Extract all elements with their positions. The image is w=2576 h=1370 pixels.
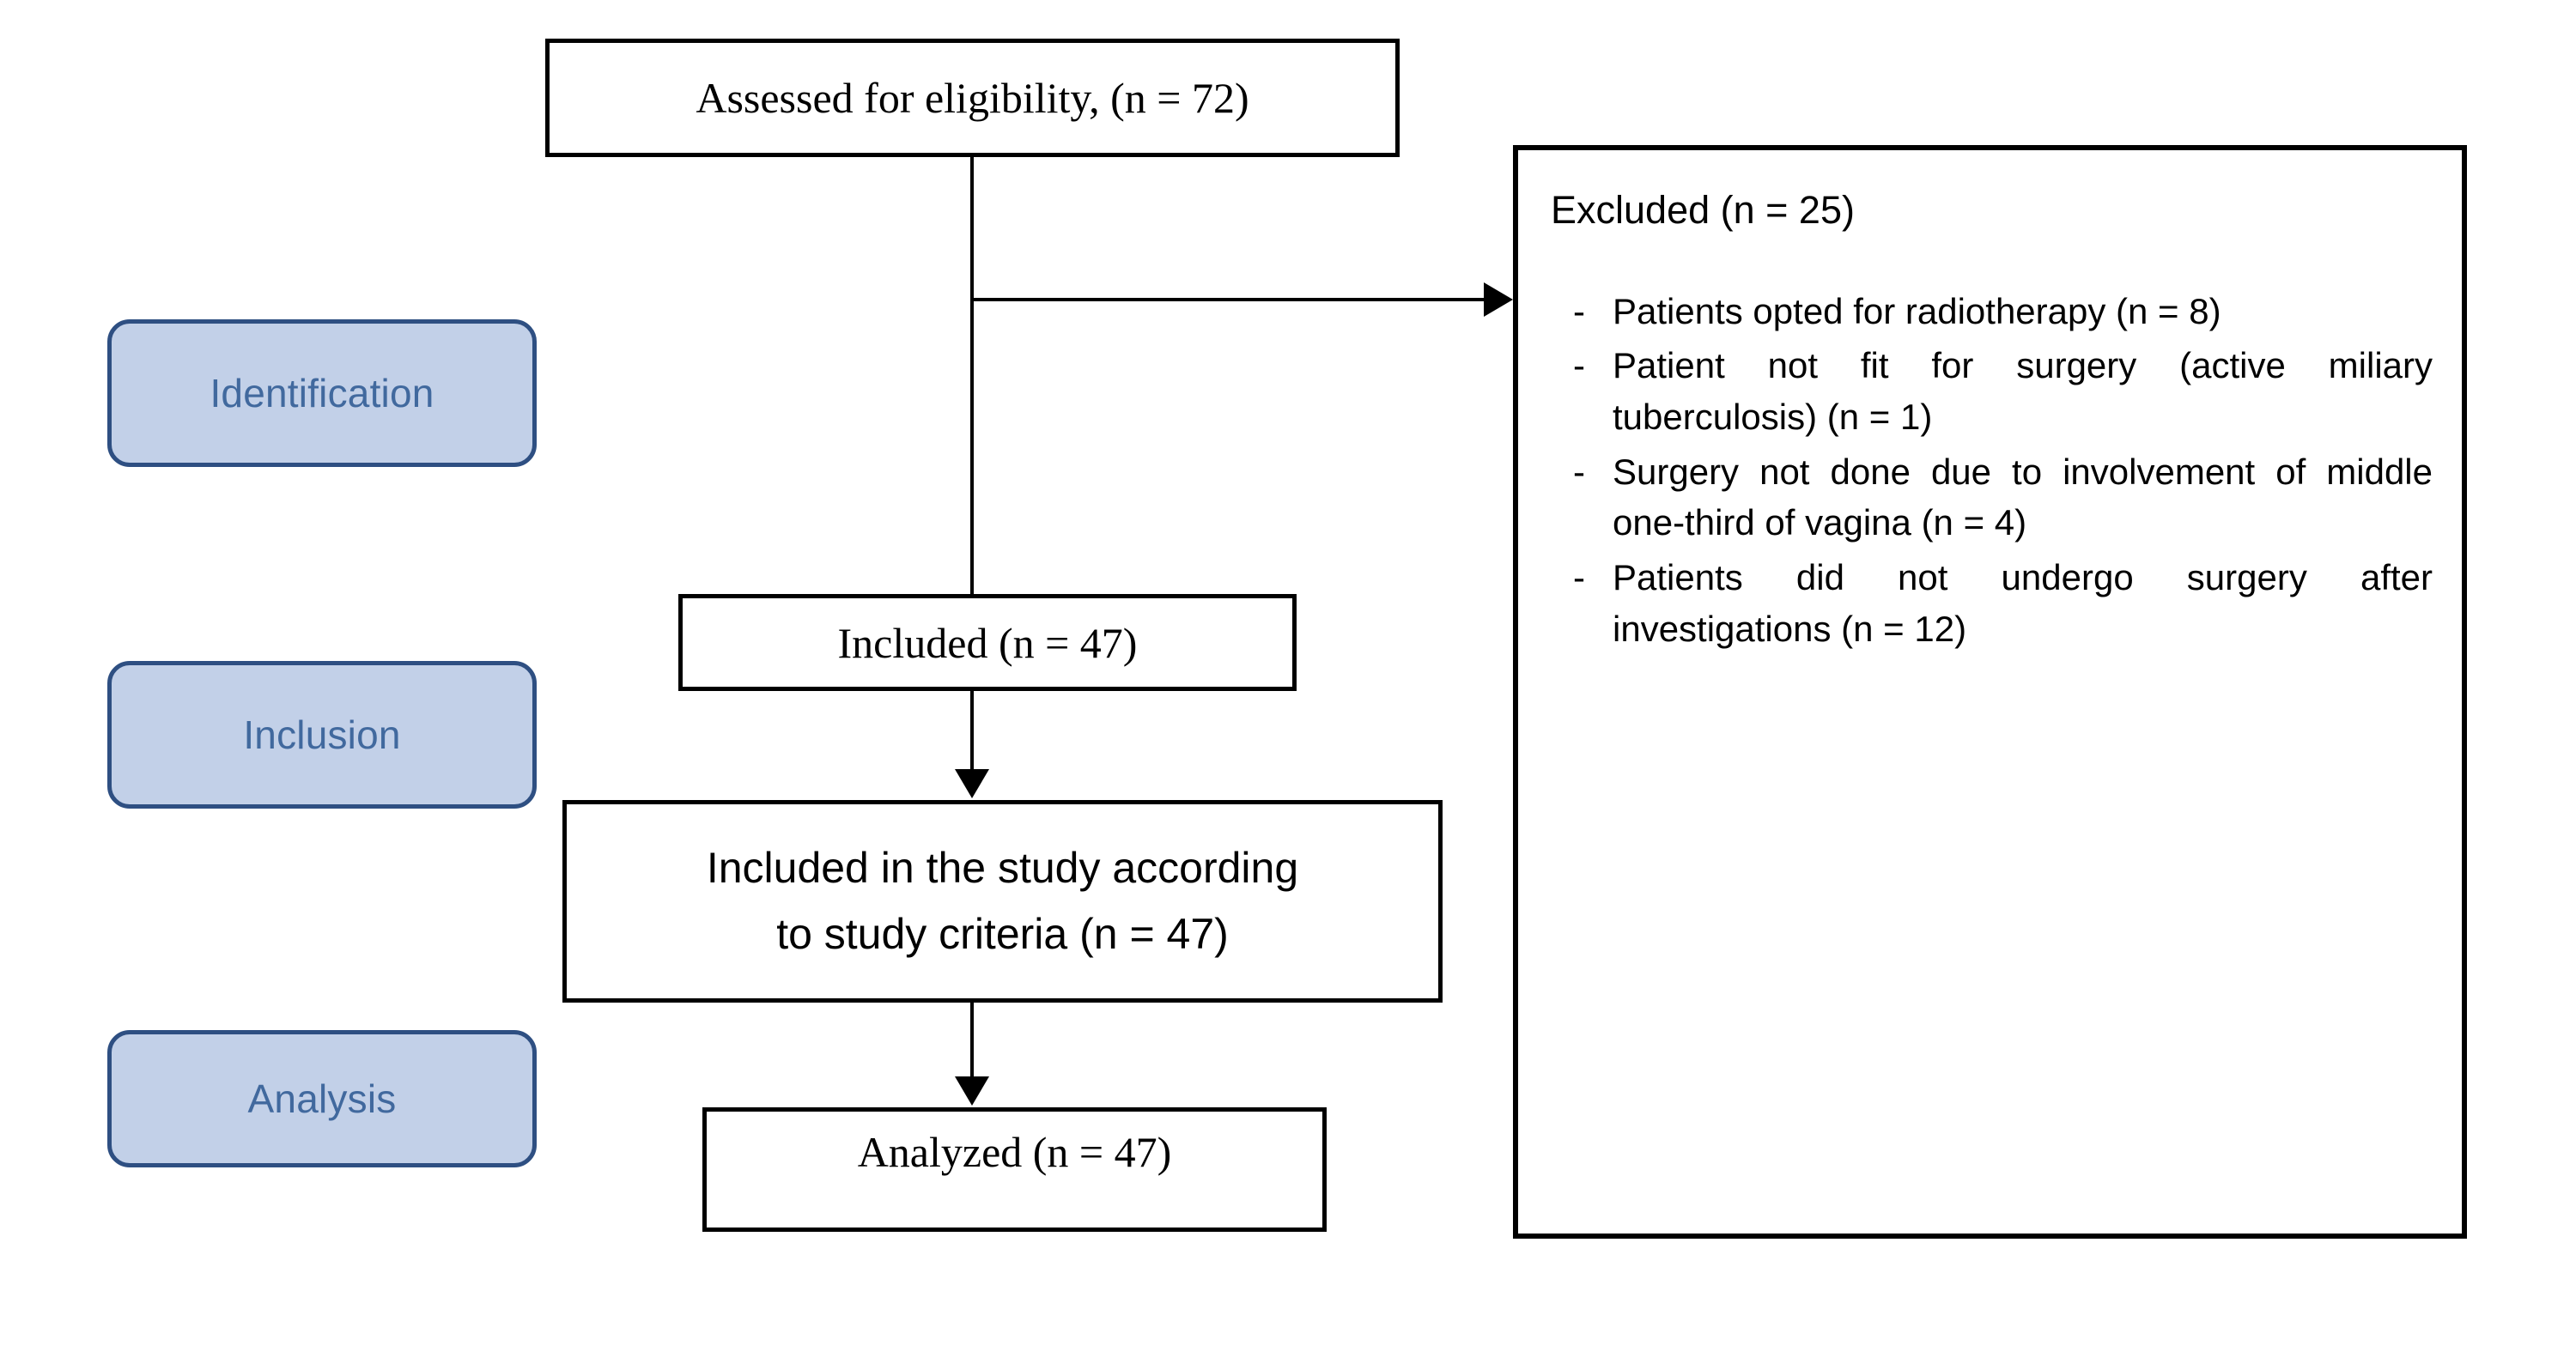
connector-included-to-study (970, 691, 974, 773)
box-included-in-study-line2: to study criteria (n = 47) (776, 910, 1229, 958)
arrowhead-to-excluded (1484, 282, 1513, 317)
excluded-item-text-2: Patient not fit for surgery (active mili… (1613, 345, 2433, 437)
excluded-list-item: - Patients opted for radiotherapy (n = 8… (1551, 286, 2433, 337)
box-excluded: Excluded (n = 25) - Patients opted for r… (1513, 145, 2467, 1239)
box-analyzed: Analyzed (n = 47) (702, 1107, 1327, 1232)
box-included: Included (n = 47) (678, 594, 1297, 691)
excluded-list-item: - Patients did not undergo surgery after… (1551, 552, 2433, 654)
box-included-label: Included (n = 47) (837, 618, 1138, 667)
excluded-item-text-1: Patients opted for radiotherapy (n = 8) (1613, 290, 2221, 331)
stage-pill-identification: Identification (107, 319, 537, 467)
stage-pill-analysis: Analysis (107, 1030, 537, 1167)
stage-label-identification: Identification (210, 371, 434, 415)
box-included-in-study-line1: Included in the study according (706, 843, 1299, 892)
excluded-item-text-3: Surgery not done due to involvement of m… (1613, 451, 2433, 543)
excluded-list-item: - Surgery not done due to involvement of… (1551, 446, 2433, 549)
stage-label-analysis: Analysis (247, 1076, 397, 1121)
box-analyzed-label: Analyzed (n = 47) (857, 1128, 1172, 1176)
connector-branch-to-excluded (972, 298, 1487, 301)
box-included-in-study-label: Included in the study according to study… (567, 835, 1438, 968)
excluded-item-text-4: Patients did not undergo surgery after i… (1613, 556, 2433, 649)
excluded-list-item: - Patient not fit for surgery (active mi… (1551, 340, 2433, 442)
connector-assessed-to-included (970, 157, 974, 594)
bullet-dash-icon: - (1573, 451, 1585, 492)
stage-pill-inclusion: Inclusion (107, 661, 537, 809)
box-assessed-label: Assessed for eligibility, (n = 72) (696, 74, 1249, 122)
excluded-reason-list: - Patients opted for radiotherapy (n = 8… (1551, 286, 2433, 654)
stage-label-inclusion: Inclusion (243, 712, 401, 757)
bullet-dash-icon: - (1573, 290, 1585, 331)
box-assessed-for-eligibility: Assessed for eligibility, (n = 72) (545, 39, 1400, 157)
arrowhead-included-to-study (955, 769, 989, 798)
box-included-in-study: Included in the study according to study… (562, 800, 1443, 1003)
excluded-title: Excluded (n = 25) (1551, 188, 1855, 232)
connector-study-to-analyzed (970, 1003, 974, 1080)
bullet-dash-icon: - (1573, 345, 1585, 386)
bullet-dash-icon: - (1573, 556, 1585, 597)
arrowhead-study-to-analyzed (955, 1076, 989, 1106)
